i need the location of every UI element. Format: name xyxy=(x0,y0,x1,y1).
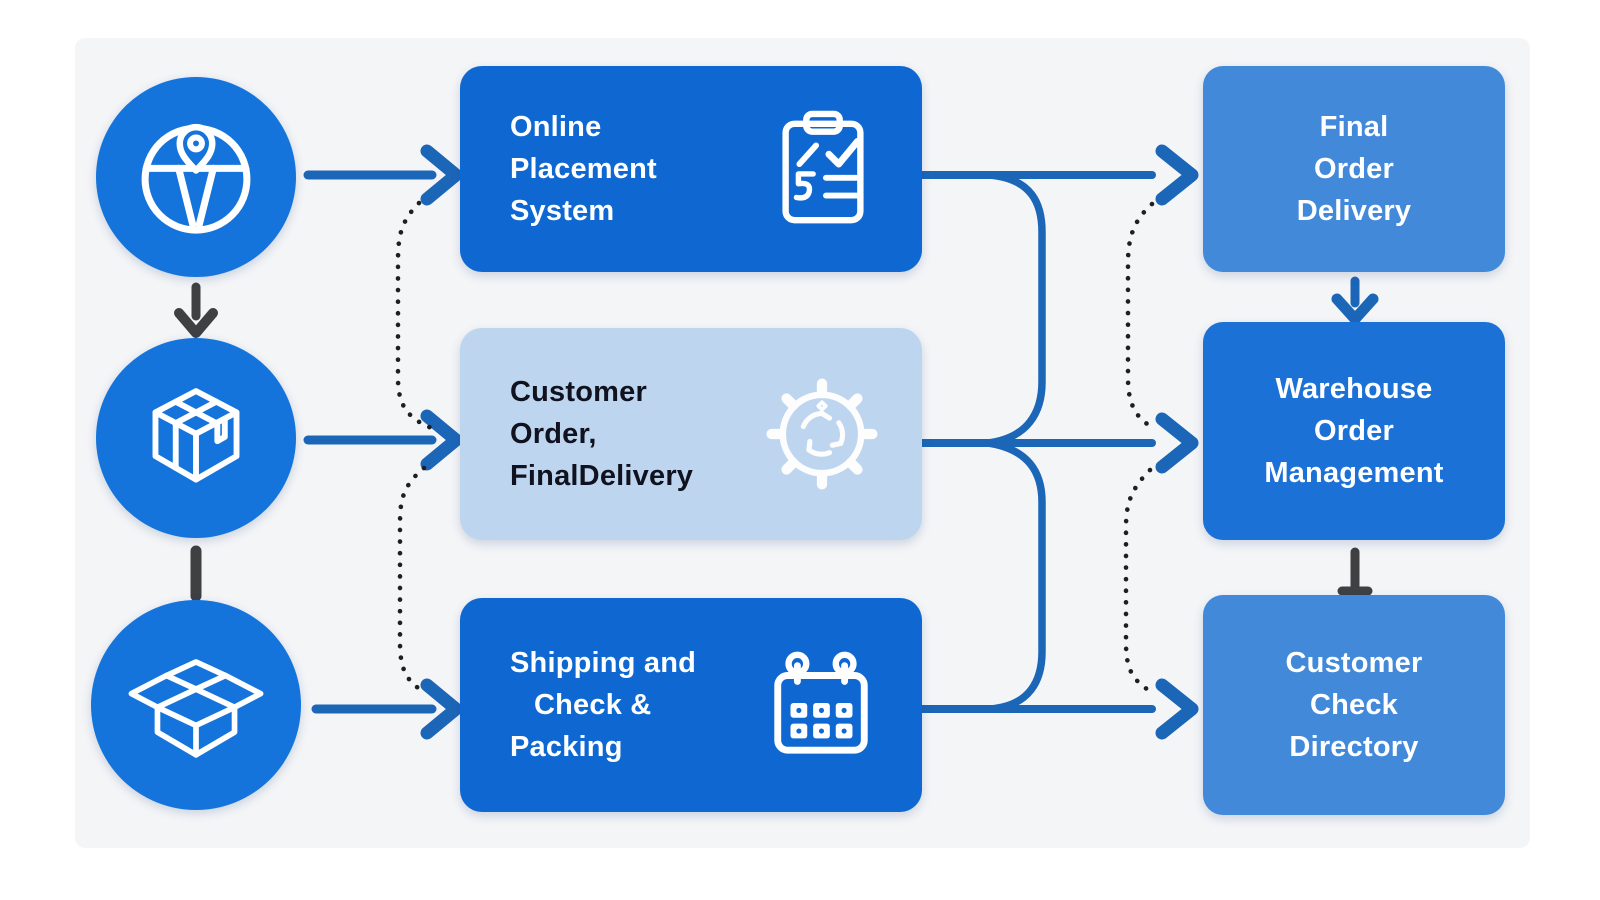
title-line: Check xyxy=(1309,689,1399,721)
arrow-package-to-customer-order xyxy=(303,409,463,471)
title-line: Delivery xyxy=(1296,195,1412,227)
title-line: Order xyxy=(1314,153,1394,185)
title-line: Warehouse xyxy=(1275,373,1433,405)
gear-process-icon xyxy=(766,378,878,490)
sealed-package-icon xyxy=(152,388,240,483)
title-line: Customer xyxy=(510,376,647,408)
title-line: Order xyxy=(1314,415,1394,447)
process-box-title: Shipping and Check & Packing xyxy=(510,642,696,768)
title-line: Shipping and xyxy=(510,647,697,679)
arrow-online-to-final-delivery xyxy=(918,144,1199,206)
title-line: Order, xyxy=(510,418,597,450)
process-box-customer-order-final-delivery: Customer Order, FinalDelivery xyxy=(460,328,922,540)
title-line: Packing xyxy=(510,731,623,763)
title-line: Management xyxy=(1264,457,1444,489)
result-box-final-order-delivery: Final Order Delivery xyxy=(1203,66,1505,272)
title-line: FinalDelivery xyxy=(510,460,694,492)
title-line: Online xyxy=(510,111,602,143)
title-line: System xyxy=(510,195,615,227)
process-box-title: Customer Order, FinalDelivery xyxy=(510,371,693,497)
title-line: Check & xyxy=(534,689,652,721)
open-box-icon xyxy=(128,659,264,758)
result-box-warehouse-order-management: Warehouse Order Management xyxy=(1203,322,1505,540)
source-node-package xyxy=(96,338,296,538)
process-box-title: Online Placement System xyxy=(510,106,657,232)
globe-location-pin-icon xyxy=(141,123,251,234)
merge-connector-vertical xyxy=(984,171,1046,713)
result-box-title: Warehouse Order Management xyxy=(1203,368,1505,494)
arrow-customer-order-to-warehouse xyxy=(918,412,1199,474)
source-node-online-ordering xyxy=(96,77,296,277)
process-box-shipping-check-packing: Shipping and Check & Packing xyxy=(460,598,922,812)
dotted-link-left-top xyxy=(395,200,437,432)
connector-warehouse-to-customer-check xyxy=(1337,547,1373,596)
result-box-title: Customer Check Directory xyxy=(1203,642,1505,768)
dotted-link-right-bottom xyxy=(1123,467,1153,694)
arrow-globe-to-online-placement xyxy=(303,144,463,206)
title-line: Placement xyxy=(510,153,657,185)
clipboard-checklist-icon xyxy=(782,110,864,224)
result-box-title: Final Order Delivery xyxy=(1203,106,1505,232)
dotted-link-right-top xyxy=(1125,201,1157,431)
arrow-openbox-to-shipping xyxy=(311,678,463,740)
dotted-link-left-bottom xyxy=(397,465,427,693)
title-line: Directory xyxy=(1289,731,1419,763)
process-box-online-placement-system: Online Placement System xyxy=(460,66,922,272)
title-line: Final xyxy=(1319,111,1389,143)
calendar-icon xyxy=(774,651,868,754)
source-node-open-box xyxy=(91,600,301,810)
arrow-globe-to-package xyxy=(174,282,218,338)
arrow-final-delivery-to-warehouse xyxy=(1331,276,1379,325)
result-box-customer-check-directory: Customer Check Directory xyxy=(1203,595,1505,815)
title-line: Customer xyxy=(1285,647,1423,679)
arrow-shipping-to-customer-check xyxy=(918,678,1199,740)
